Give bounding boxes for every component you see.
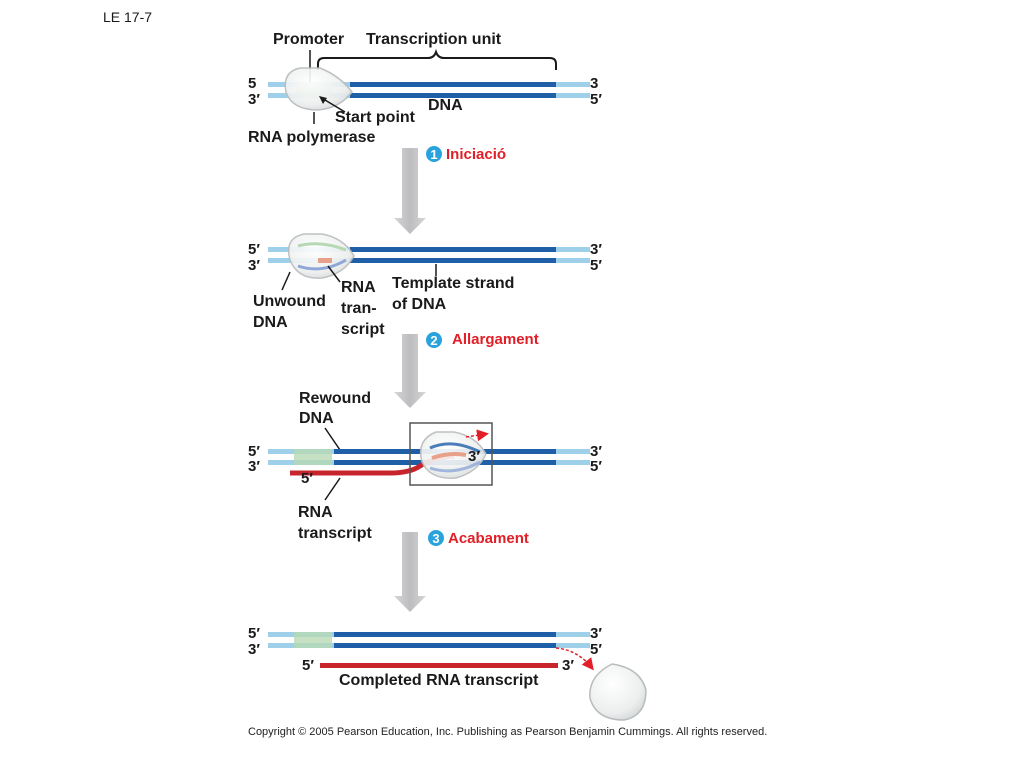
rna-transcript-label-2: transcript — [298, 525, 372, 542]
slide-label: LE 17-7 — [103, 9, 152, 25]
rna-transcript-short — [318, 258, 332, 263]
dna-label: DNA — [428, 97, 463, 114]
completed-rna-strand — [320, 663, 558, 668]
p4-bottom-right-end: 5′ — [590, 641, 602, 658]
p2-top-right-end: 3′ — [590, 241, 602, 258]
unwound-dna-label-1: Unwound — [253, 293, 326, 310]
p4-rna-five-end: 5′ — [302, 657, 314, 674]
p3-rna-five-end: 5′ — [301, 470, 313, 487]
p3-top-left-end: 5′ — [248, 443, 260, 460]
p4-top-left-end: 5′ — [248, 625, 260, 642]
transcription-unit-label: Transcription unit — [366, 31, 502, 48]
p1-bottom-right-end: 5′ — [590, 91, 602, 108]
p4-rna-three-end: 3′ — [562, 657, 574, 674]
step-label-termination: Acabament — [448, 530, 529, 547]
rna-polymerase-icon — [284, 67, 353, 111]
p1-top-left-end: 5 — [248, 75, 256, 92]
panel-termination: 5′ 3′ 3′ 5′ 5′ 3′ Completed RNA transcri… — [248, 625, 647, 721]
p2-bottom-left-end: 3′ — [248, 257, 260, 274]
copyright-notice: Copyright © 2005 Pearson Education, Inc.… — [248, 726, 767, 738]
unwound-top-strand — [297, 242, 347, 252]
rna-polymerase-label: RNA polymerase — [248, 129, 376, 146]
rna-transcript-label-1: RNA — [298, 504, 333, 521]
p1-top-right-end: 3 — [590, 75, 598, 92]
step-badge-1 — [426, 146, 442, 162]
step-number-1: 1 — [430, 147, 437, 162]
template-strand-label-1: Template strand — [392, 275, 514, 292]
rewound-dna-label-2: DNA — [299, 410, 334, 427]
step-number-3: 3 — [432, 531, 439, 546]
p3-top-right-end: 3′ — [590, 443, 602, 460]
released-polymerase-icon — [589, 663, 647, 721]
step-label-initiation: Iniciació — [446, 146, 506, 163]
start-point-label: Start point — [335, 109, 416, 126]
step-number-2: 2 — [430, 333, 437, 348]
p3-bottom-left-end: 3′ — [248, 458, 260, 475]
p4-bottom-left-end: 3′ — [248, 641, 260, 658]
p2-bottom-right-end: 5′ — [590, 257, 602, 274]
p4-top-right-end: 3′ — [590, 625, 602, 642]
promoter-region — [294, 449, 332, 465]
rna-transcript-label-3: script — [341, 321, 385, 338]
release-arrow-icon — [555, 647, 594, 671]
promoter-region — [294, 632, 332, 648]
unwound-template-strand — [297, 258, 347, 271]
step-badge-3 — [428, 530, 444, 546]
step-badge-2 — [426, 332, 442, 348]
transcription-unit-brace — [317, 48, 557, 70]
rna-transcript-label-2: tran- — [341, 300, 377, 317]
direction-arrow-icon — [465, 429, 489, 442]
panel-elongation: Rewound DNA 3′ 5′ 3′ 3′ 5′ 5′ RNA transc… — [248, 390, 602, 542]
p3-rna-three-end: 3′ — [468, 448, 480, 465]
template-strand-label-2: of DNA — [392, 296, 447, 313]
p1-bottom-left-end: 3′ — [248, 91, 260, 108]
completed-rna-label: Completed RNA transcript — [339, 672, 539, 689]
step-arrow-1 — [394, 148, 426, 234]
panel-initiation: 5′ 3′ 3′ 5′ Unwound DNA RNA tran- script… — [248, 233, 602, 338]
step-arrow-3 — [394, 532, 426, 612]
start-point-pointer — [324, 99, 346, 113]
promoter-label: Promoter — [273, 31, 344, 48]
rna-polymerase-icon — [287, 233, 355, 279]
rewound-dna-label-1: Rewound — [299, 390, 371, 407]
polymerase-detail-box — [409, 422, 493, 486]
rna-transcript-label-1: RNA — [341, 279, 376, 296]
p3-bottom-right-end: 5′ — [590, 458, 602, 475]
panel-initiation-start: Promoter Transcription unit 5 3′ 3 5′ DN… — [248, 31, 602, 146]
unwound-dna-label-2: DNA — [253, 314, 288, 331]
p2-top-left-end: 5′ — [248, 241, 260, 258]
step-label-elongation: Allargament — [452, 331, 539, 348]
step-arrow-2 — [394, 334, 426, 408]
